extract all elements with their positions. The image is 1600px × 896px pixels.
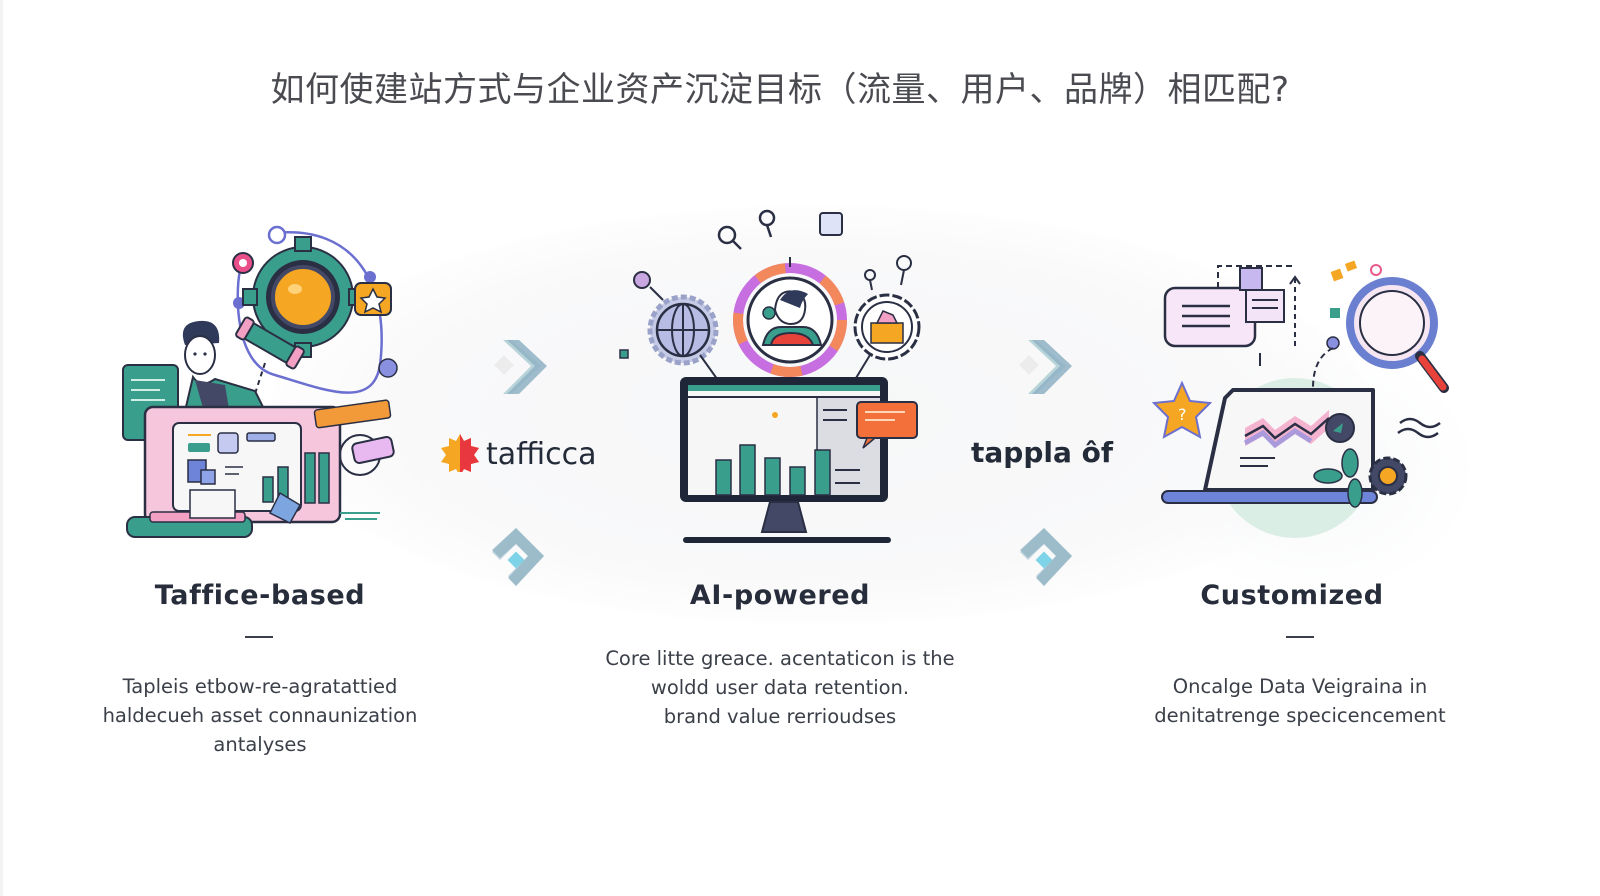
- description-line: denitatrenge specicencement: [1154, 704, 1446, 727]
- column-2-description: Core litte greace. acentaticon is the wo…: [570, 644, 990, 731]
- column-1-description: Tapleis etbow-re-agratattied haldecueh a…: [60, 672, 460, 759]
- page-edge: [0, 0, 3, 896]
- column-2-heading: AI-powered: [689, 580, 871, 611]
- column-3-divider: [1286, 636, 1314, 638]
- red-orange-starburst-logo: [440, 432, 480, 477]
- column-1-heading: Taffice-based: [154, 580, 366, 611]
- connector-1-label: tafficca: [486, 437, 597, 472]
- monitor-with-bar-chart-and-network-illustration: [615, 205, 955, 550]
- description-line: woldd user data retention.: [650, 676, 910, 699]
- description-line: haldecueh asset connaunization: [102, 704, 418, 727]
- description-line: Core litte greace. acentaticon is the: [605, 647, 955, 670]
- description-line: Tapleis etbow-re-agratattied: [122, 675, 398, 698]
- column-3-heading: Customized: [1200, 580, 1384, 611]
- connector-1-label-group: tafficca: [440, 432, 597, 477]
- laptop-with-analytics-and-magnifier-illustration: ?: [1150, 248, 1460, 548]
- chevron-right-icon: [1018, 336, 1074, 403]
- person-with-dashboard-and-gear-illustration: [115, 215, 415, 550]
- column-1-divider: [245, 636, 273, 638]
- connector-2-label: tappla ôf: [971, 436, 1114, 469]
- column-3-description: Oncalge Data Veigraina in denitatrenge s…: [1100, 672, 1500, 730]
- chevron-corner-icon: [1014, 526, 1074, 595]
- chevron-right-icon: [493, 336, 549, 403]
- page-title: 如何使建站方式与企业资产沉淀目标（流量、用户、品牌）相匹配?: [270, 70, 1290, 110]
- description-line: Oncalge Data Veigraina in: [1172, 675, 1428, 698]
- description-line: antalyses: [213, 733, 307, 756]
- svg-text:?: ?: [1178, 405, 1187, 424]
- description-line: brand value rerrioudses: [663, 705, 897, 728]
- chevron-corner-icon: [486, 526, 546, 595]
